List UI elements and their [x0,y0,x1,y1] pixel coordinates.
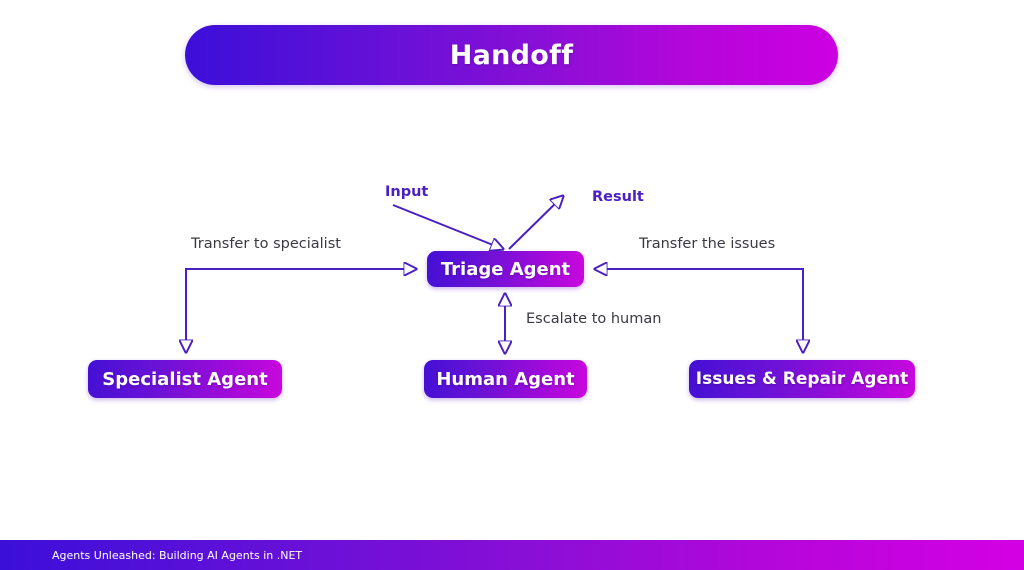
label-result: Result [592,189,644,205]
node-human-agent[interactable]: Human Agent [424,360,587,398]
node-human-agent-label: Human Agent [436,368,575,390]
footer-bar: Agents Unleashed: Building AI Agents in … [0,540,1024,570]
edge-triage-to-result [508,196,563,250]
edge-input-to-triage [392,204,503,249]
slide-title-banner: Handoff [185,25,838,85]
node-specialist-agent[interactable]: Specialist Agent [88,360,282,398]
label-transfer-to-specialist: Transfer to specialist [191,236,341,252]
page-title: Handoff [449,39,574,71]
edge-triage-to-specialist [186,269,416,352]
label-input: Input [385,184,429,200]
node-specialist-agent-label: Specialist Agent [102,368,268,390]
edge-triage-to-issues [595,269,803,352]
diagram-connectors [0,0,1024,530]
label-transfer-the-issues: Transfer the issues [639,236,776,252]
label-escalate-to-human: Escalate to human [526,311,662,327]
handoff-diagram: Triage Agent Specialist Agent Human Agen… [0,0,1024,530]
node-issues-repair-agent[interactable]: Issues & Repair Agent [689,360,915,398]
node-issues-repair-agent-label: Issues & Repair Agent [695,369,909,389]
node-triage-agent-label: Triage Agent [440,258,571,280]
footer-text: Agents Unleashed: Building AI Agents in … [52,548,303,562]
node-triage-agent[interactable]: Triage Agent [427,251,584,287]
